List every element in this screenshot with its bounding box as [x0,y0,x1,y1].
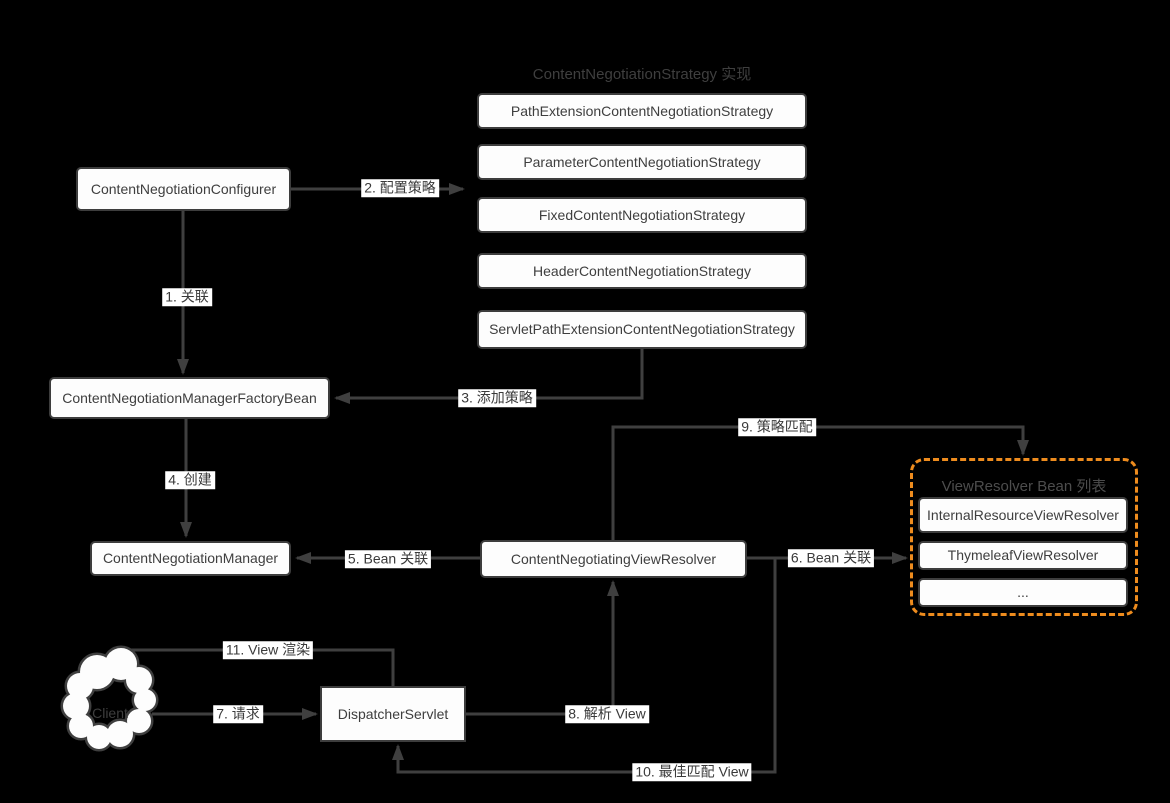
node-content-negotiation-manager: ContentNegotiationManager [90,541,291,576]
node-other-view-resolvers: ... [918,578,1128,607]
node-internal-resource-view-resolver: InternalResourceViewResolver [918,497,1128,533]
node-servlet-path-extension-strategy: ServletPathExtensionContentNegotiationSt… [477,310,807,349]
node-content-negotiating-view-resolver: ContentNegotiatingViewResolver [480,540,747,578]
node-content-negotiation-configurer: ContentNegotiationConfigurer [76,167,291,211]
node-fixed-strategy: FixedContentNegotiationStrategy [477,197,807,233]
edge-8-resolve-view [466,580,619,716]
edge-label-8: 8. 解析 View [565,705,649,723]
edge-label-2: 2. 配置策略 [361,179,439,197]
edge-label-9: 9. 策略匹配 [738,418,816,436]
edge-9-strategy-match [611,425,1029,540]
client-label: Client [92,705,128,721]
node-header-strategy: HeaderContentNegotiationStrategy [477,253,807,289]
edge-label-7: 7. 请求 [213,705,263,723]
strategy-group-title: ContentNegotiationStrategy 实现 [532,66,752,83]
node-dispatcher-servlet: DispatcherServlet [320,686,466,742]
view-resolver-group-title: ViewResolver Bean 列表 [941,478,1107,495]
view-resolver-bean-list-group: ViewResolver Bean 列表 [910,458,1138,616]
edge-label-6: 6. Bean 关联 [787,549,875,567]
edge-label-1: 1. 关联 [162,288,212,306]
edge-label-3: 3. 添加策略 [458,389,536,407]
edge-3-add-strategies [334,348,644,404]
node-parameter-strategy: ParameterContentNegotiationStrategy [477,144,807,180]
edge-label-10: 10. 最佳匹配 View [632,763,752,781]
edge-label-5: 5. Bean 关联 [344,550,432,568]
node-thymeleaf-view-resolver: ThymeleafViewResolver [918,541,1128,570]
node-path-extension-strategy: PathExtensionContentNegotiationStrategy [477,93,807,129]
client-cloud-shape [60,645,159,752]
edge-10-best-match-view [392,558,777,774]
edge-label-4: 4. 创建 [165,471,215,489]
node-manager-factory-bean: ContentNegotiationManagerFactoryBean [49,377,330,419]
edge-label-11: 11. View 渲染 [222,641,314,659]
